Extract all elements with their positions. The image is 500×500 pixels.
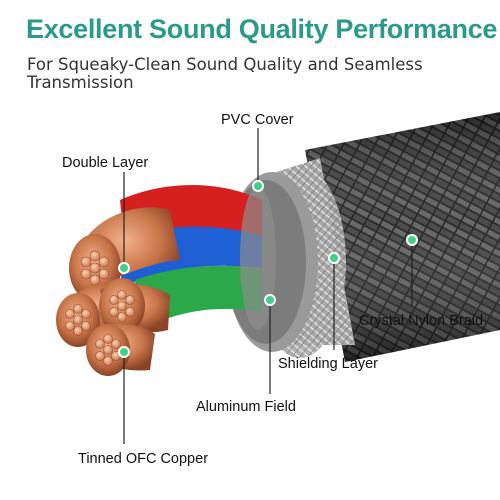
marker-aluminum <box>264 294 276 306</box>
leader-lines <box>123 128 413 444</box>
copper-bundles <box>56 207 180 376</box>
inner-conductors <box>118 184 276 330</box>
marker-shielding <box>328 252 340 264</box>
marker-double-layer <box>118 262 130 274</box>
callout-markers <box>118 180 418 358</box>
label-tinned-ofc-copper: Tinned OFC Copper <box>78 451 209 467</box>
label-aluminum-field: Aluminum Field <box>196 399 296 415</box>
label-double-layer: Double Layer <box>62 155 149 171</box>
label-shielding-layer: Shielding Layer <box>278 356 378 372</box>
braid-jacket <box>305 112 500 362</box>
page-subtitle: For Squeaky-Clean Sound Quality and Seam… <box>27 55 423 92</box>
marker-copper <box>118 346 130 358</box>
label-crystal-nylon-braid: Crystal Nylon Braid <box>359 313 484 329</box>
label-pvc-cover: PVC Cover <box>221 112 294 128</box>
page-title: Excellent Sound Quality Performance <box>26 14 498 44</box>
marker-braid <box>406 234 418 246</box>
marker-pvc <box>252 180 264 192</box>
